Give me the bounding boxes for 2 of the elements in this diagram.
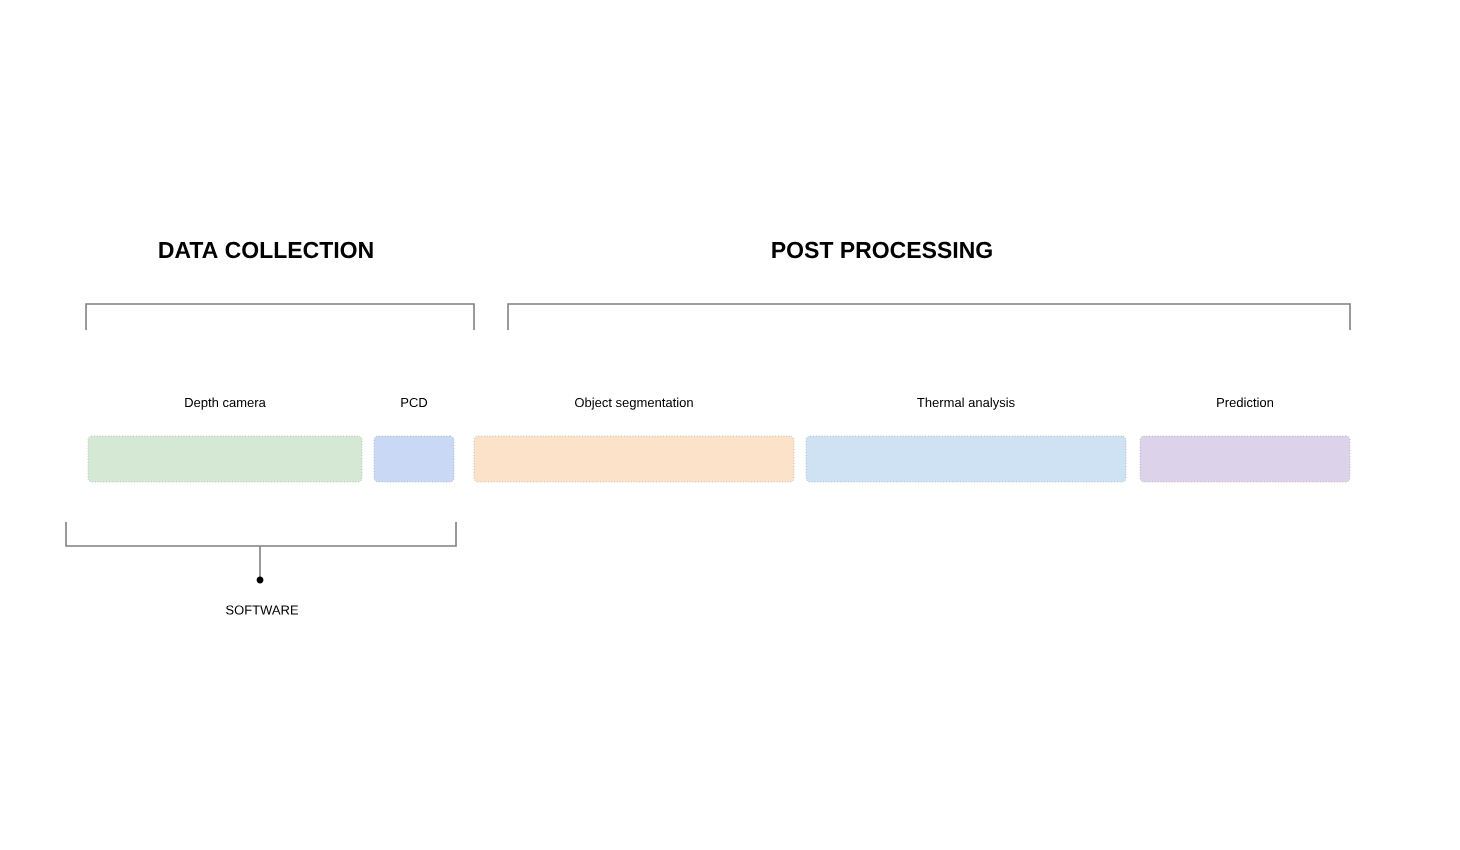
section-heading: POST PROCESSING [772,241,992,259]
section-heading: DATA COLLECTION [159,241,373,259]
